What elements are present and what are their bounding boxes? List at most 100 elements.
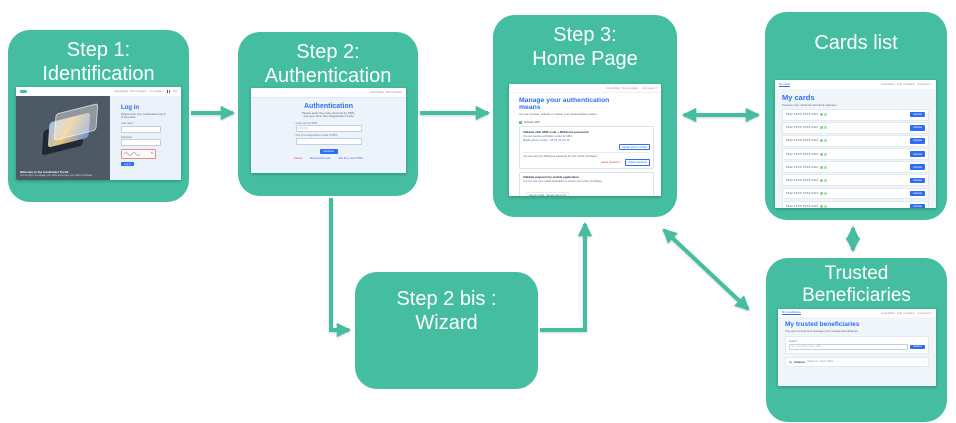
card-row: 5142 XXXX XXXX 0421 Activate bbox=[782, 135, 929, 147]
card-row: 5142 XXXX XXXX 0421 Activate bbox=[782, 174, 929, 186]
card-number: 5142 XXXX XXXX 0421 bbox=[786, 113, 819, 117]
arrow-step3-trusted bbox=[662, 228, 750, 311]
activate-button: Activate bbox=[910, 164, 925, 170]
activation-status: ✓ Activate 3DS bbox=[519, 120, 654, 124]
card-status-icon bbox=[824, 113, 828, 117]
node-step2-authentication: Step 2: Authentication Accessibility : N… bbox=[238, 32, 418, 196]
activate-button: Activate bbox=[910, 190, 925, 196]
node-title: Step 2 bis : Wizard bbox=[355, 272, 538, 335]
card-row: 5142 XXXX XXXX 0421 Activate bbox=[782, 200, 929, 208]
step2-title-line2: Authentication bbox=[264, 64, 392, 87]
portal-logo bbox=[20, 89, 27, 94]
activate-button: Activate bbox=[910, 203, 925, 208]
password-label: Password bbox=[121, 135, 133, 139]
language-label: EN bbox=[173, 90, 177, 93]
activation-status-label: Activate 3DS bbox=[523, 120, 540, 124]
node-title: Cards list bbox=[765, 12, 947, 56]
issues-link: Any issues ? bbox=[917, 311, 932, 315]
card-status-icon bbox=[819, 191, 823, 195]
cards-list-screenshot: My cards Accessibility : Fully compliant… bbox=[775, 80, 936, 208]
language-flag-icon bbox=[166, 90, 171, 93]
sms-password-card: Validate with SMS code + 3DSecure passwo… bbox=[519, 126, 654, 170]
login-heading: Log in bbox=[121, 105, 140, 111]
resend-code-link: Resend the code bbox=[310, 157, 331, 161]
beneficiary-row: ▦ Amazon Added on : Jan 6, 2024 › bbox=[785, 356, 929, 367]
card-graphic-front bbox=[53, 103, 99, 141]
trusted-description: You can consult and manage your trusted … bbox=[785, 329, 858, 333]
nav-my-cards: My cards bbox=[779, 81, 791, 88]
issues-link: Any issues ? bbox=[917, 83, 932, 86]
mobile-app-card: Validate payment by mobile application Y… bbox=[519, 171, 654, 196]
auth-content: Authentication Please enter the code rec… bbox=[251, 97, 406, 173]
node-step3-home-page: Step 3: Home Page Accessibility : Not co… bbox=[493, 15, 677, 217]
trusted-beneficiaries-screenshot: My beneficiaries Accessibility : Fully c… bbox=[778, 309, 936, 386]
card-status-icon bbox=[819, 165, 823, 169]
card-status-icon bbox=[824, 139, 828, 143]
phone-number-line: Mobile phone number : 06 XX XX XX 10 bbox=[523, 139, 650, 142]
search-label: Search bbox=[789, 339, 797, 343]
login-body: Welcome to the Cardholder Portal You can… bbox=[16, 96, 181, 180]
delete-password-button: Delete password bbox=[600, 160, 620, 164]
captcha-widget: ↻ bbox=[121, 148, 157, 159]
activate-button: Activate bbox=[910, 138, 925, 144]
sms-code-input: XXXXXX bbox=[295, 125, 362, 133]
accessibility-link: Accessibility : Fully compliant bbox=[880, 311, 915, 315]
card-number: 5142 XXXX XXXX 0421 bbox=[786, 126, 819, 130]
card1-divider bbox=[523, 152, 650, 154]
step3-title-line1: Step 3: bbox=[553, 24, 617, 46]
trusted-heading: My trusted beneficiaries bbox=[785, 321, 860, 328]
cards-list-title: Cards list bbox=[814, 32, 898, 54]
step1-title-line1: Step 1: bbox=[66, 39, 131, 61]
card1-actions-top: Update phone number bbox=[523, 143, 650, 151]
node-step1-identification: Step 1: Identification Accessibility : N… bbox=[8, 30, 189, 202]
card-status-icon bbox=[819, 126, 823, 130]
login-page-screenshot: Accessibility : Not compliant Any issues… bbox=[16, 87, 181, 180]
card-status-icon bbox=[824, 204, 828, 208]
sms-code-label: Code sent by SMS bbox=[295, 121, 318, 125]
search-button: Search bbox=[910, 344, 925, 350]
issues-link: Any issues ? bbox=[149, 90, 164, 93]
activate-button: Activate bbox=[910, 112, 925, 118]
auth-form: Code sent by SMS XXXXXX One Time Registr… bbox=[295, 121, 362, 146]
card1-title: Validate with SMS code + 3DSecure passwo… bbox=[523, 129, 589, 134]
new-otrc-link: Ask for a new OTRC bbox=[338, 157, 364, 161]
issues-link: Any issues ? bbox=[642, 86, 657, 90]
login-hero-panel: Welcome to the Cardholder Portal You can… bbox=[16, 96, 111, 180]
accessibility-link: Accessibility : Not compliant bbox=[606, 86, 639, 90]
cancel-link: Cancel bbox=[293, 157, 303, 161]
captcha-refresh-icon: ↻ bbox=[151, 151, 154, 156]
update-phone-button: Update phone number bbox=[619, 143, 650, 151]
trusted-content: My trusted beneficiaries You can consult… bbox=[778, 317, 936, 386]
welcome-text: Welcome to the Cardholder Portal You can… bbox=[20, 170, 108, 177]
phone-value: 06 XX XX XX 10 bbox=[550, 139, 570, 143]
authentication-page-screenshot: Accessibility : Not compliant Authentica… bbox=[251, 88, 406, 173]
node-step2bis-wizard: Step 2 bis : Wizard bbox=[355, 272, 538, 389]
card-status-icon bbox=[819, 139, 823, 143]
arrow-wizard-to-step3 bbox=[540, 221, 593, 332]
card-row: 5142 XXXX XXXX 0421 Activate bbox=[782, 109, 929, 121]
username-input bbox=[121, 126, 162, 133]
home-topbar: Accessibility : Not compliant Any issues… bbox=[509, 84, 661, 93]
card-row: 5142 XXXX XXXX 0421 Activate bbox=[782, 187, 929, 200]
card-row: 5142 XXXX XXXX 0421 Activate bbox=[782, 161, 929, 173]
card-number: 5142 XXXX XXXX 0421 bbox=[786, 191, 819, 195]
login-topbar: Accessibility : Not compliant Any issues… bbox=[16, 87, 181, 96]
search-row: Ex : merchant, name, URL Search bbox=[789, 343, 925, 351]
card-status-icon bbox=[824, 178, 828, 182]
otrc-label: One Time Registration Code (OTRC) bbox=[295, 134, 339, 138]
captcha-image bbox=[123, 152, 140, 157]
auth-description: Please enter the code received by SMS, a… bbox=[251, 111, 406, 120]
trusted-title-line1: Trusted bbox=[824, 263, 889, 284]
card-status-icon bbox=[824, 126, 828, 130]
cards-topbar: My cards Accessibility : Fully compliant… bbox=[775, 80, 936, 89]
card-status-icon bbox=[819, 204, 823, 208]
accessibility-link: Accessibility : Fully compliant bbox=[880, 83, 915, 86]
card-status-icon bbox=[819, 178, 823, 182]
trusted-topbar: My beneficiaries Accessibility : Fully c… bbox=[778, 309, 936, 317]
card2-line1: You can use your mobile application to s… bbox=[523, 180, 602, 184]
node-cards-list: Cards list My cards Accessibility : Full… bbox=[765, 12, 947, 220]
home-content: Manage your authentication means You can… bbox=[509, 93, 661, 196]
card1-line2: You can use your 3DSecure password for y… bbox=[523, 154, 597, 158]
card-number: 5142 XXXX XXXX 0421 bbox=[786, 178, 819, 182]
search-input: Ex : merchant, name, URL bbox=[789, 343, 908, 351]
